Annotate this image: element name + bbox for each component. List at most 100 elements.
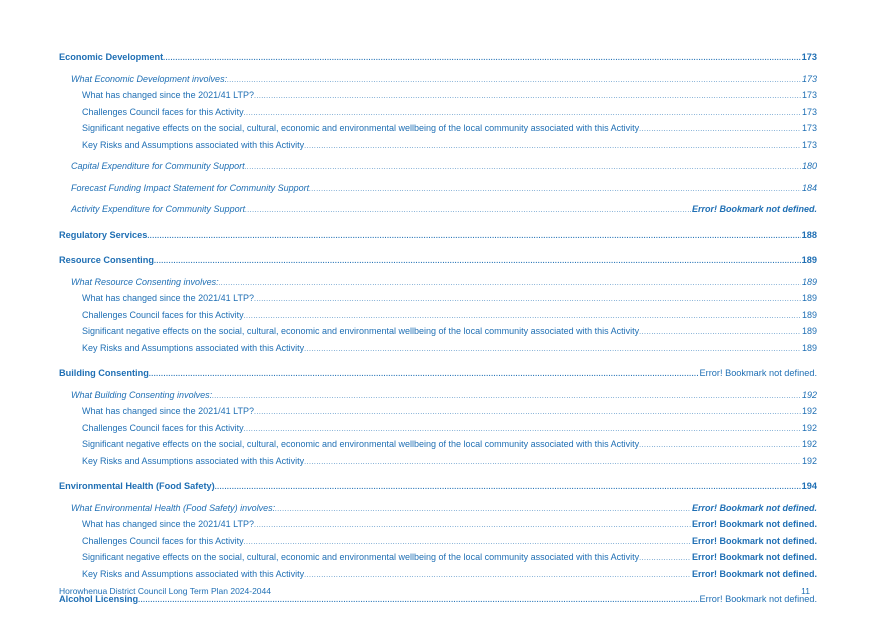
- toc-entry-title: Building Consenting: [59, 368, 149, 378]
- toc-dot-leader: [639, 552, 691, 567]
- toc-dot-leader: [254, 406, 801, 421]
- toc-entry-page-number: 192: [801, 455, 817, 466]
- toc-entry-title: Regulatory Services: [59, 229, 148, 240]
- toc-dot-leader: [244, 536, 691, 551]
- toc-entry-error-reference: Error! Bookmark not defined.: [691, 204, 817, 214]
- toc-entry-level-2[interactable]: What Environmental Health (Food Safety) …: [59, 501, 817, 518]
- toc-entry-page-number: 189: [801, 309, 817, 320]
- toc-entry-title: Economic Development: [59, 52, 164, 62]
- toc-dot-leader: [639, 439, 801, 454]
- toc-entry-page-number: 184: [801, 182, 817, 193]
- toc-dot-leader: [244, 310, 801, 325]
- toc-entry-page-number: 173: [801, 106, 817, 117]
- toc-entry-level-3[interactable]: Challenges Council faces for this Activi…: [59, 308, 817, 325]
- toc-dot-leader: [245, 204, 691, 219]
- toc-entry-level-3[interactable]: Challenges Council faces for this Activi…: [59, 421, 817, 438]
- toc-entry-title: What has changed since the 2021/41 LTP?: [82, 406, 254, 416]
- toc-entry-level-1[interactable]: Regulatory Services 188: [59, 228, 817, 245]
- toc-entry-page-number: 173: [801, 123, 817, 133]
- toc-entry-level-3[interactable]: Significant negative effects on the soci…: [59, 550, 817, 567]
- toc-entry-page-number: 194: [801, 481, 817, 491]
- toc-entry-level-3[interactable]: Challenges Council faces for this Activi…: [59, 105, 817, 122]
- toc-entry-error-reference: Error! Bookmark not defined.: [691, 502, 817, 513]
- toc-dot-leader: [304, 343, 801, 358]
- toc-entry-level-3[interactable]: Significant negative effects on the soci…: [59, 121, 817, 138]
- toc-entry-level-1[interactable]: Resource Consenting189: [59, 253, 817, 270]
- toc-entry-level-3[interactable]: What has changed since the 2021/41 LTP? E…: [59, 517, 817, 534]
- toc-dot-leader: [275, 503, 691, 518]
- toc-entry-level-3[interactable]: Key Risks and Assumptions associated wit…: [59, 341, 817, 358]
- toc-entry-title: What has changed since the 2021/41 LTP?: [82, 293, 254, 303]
- toc-entry-page-number: 173: [801, 90, 817, 100]
- toc-dot-leader: [244, 107, 801, 122]
- toc-entry-level-2[interactable]: What Building Consenting involves:192: [59, 388, 817, 405]
- toc-entry-title: What Economic Development involves:: [71, 73, 228, 84]
- toc-dot-leader: [639, 123, 801, 138]
- toc-entry-title: Challenges Council faces for this Activi…: [82, 106, 244, 117]
- toc-entry-page-number: 188: [801, 229, 817, 240]
- toc-entry-title: Key Risks and Assumptions associated wit…: [82, 568, 305, 579]
- toc-entry-level-1[interactable]: Building Consenting Error! Bookmark not d…: [59, 366, 817, 383]
- toc-entry-title: What Resource Consenting involves:: [71, 276, 219, 287]
- toc-entry-title: What Environmental Health (Food Safety) …: [71, 502, 276, 513]
- toc-entry-page-number: 189: [801, 276, 817, 287]
- toc-entry-level-2[interactable]: What Economic Development involves: 173: [59, 72, 817, 89]
- toc-entry-level-2[interactable]: Forecast Funding Impact Statement for Co…: [59, 181, 817, 198]
- toc-entry-page-number: 192: [801, 389, 817, 400]
- toc-entry-error-reference: Error! Bookmark not defined.: [691, 552, 817, 562]
- toc-dot-leader: [244, 423, 801, 438]
- table-of-contents: Economic Development173What Economic Dev…: [59, 50, 817, 609]
- toc-dot-leader: [163, 52, 801, 67]
- toc-entry-level-3[interactable]: Significant negative effects on the soci…: [59, 437, 817, 454]
- toc-entry-page-number: 189: [801, 293, 817, 303]
- toc-entry-title: Challenges Council faces for this Activi…: [82, 422, 244, 433]
- toc-entry-level-3[interactable]: Key Risks and Assumptions associated wit…: [59, 454, 817, 471]
- toc-entry-page-number: 189: [801, 342, 817, 353]
- toc-dot-leader: [219, 277, 801, 292]
- toc-dot-leader: [215, 481, 801, 496]
- toc-entry-level-3[interactable]: Key Risks and Assumptions associated wit…: [59, 138, 817, 155]
- toc-entry-title: What has changed since the 2021/41 LTP?: [82, 519, 254, 529]
- toc-entry-title: Key Risks and Assumptions associated wit…: [82, 139, 305, 150]
- toc-entry-level-1[interactable]: Economic Development173: [59, 50, 817, 67]
- toc-dot-leader: [138, 594, 698, 609]
- toc-entry-page-number: 189: [801, 326, 817, 336]
- toc-entry-title: Challenges Council faces for this Activi…: [82, 535, 244, 546]
- toc-entry-title: Capital Expenditure for Community Suppor…: [71, 161, 245, 171]
- toc-entry-title: Significant negative effects on the soci…: [82, 326, 640, 336]
- toc-dot-leader: [304, 140, 801, 155]
- toc-dot-leader: [254, 293, 801, 308]
- toc-dot-leader: [304, 569, 691, 584]
- toc-entry-page-number: 173: [801, 139, 817, 150]
- toc-dot-leader: [245, 161, 801, 176]
- toc-entry-page-number: 192: [801, 422, 817, 433]
- toc-entry-level-3[interactable]: What has changed since the 2021/41 LTP? 1…: [59, 88, 817, 105]
- toc-entry-title: What has changed since the 2021/41 LTP?: [82, 90, 254, 100]
- toc-entry-page-number: 192: [801, 439, 817, 449]
- toc-entry-title: Significant negative effects on the soci…: [82, 439, 640, 449]
- toc-entry-level-1[interactable]: Alcohol LicensingError! Bookmark not def…: [59, 592, 817, 609]
- toc-entry-level-3[interactable]: Significant negative effects on the soci…: [59, 324, 817, 341]
- toc-entry-title: Significant negative effects on the soci…: [82, 552, 640, 562]
- toc-entry-title: Forecast Funding Impact Statement for Co…: [71, 182, 310, 193]
- toc-entry-error-reference: Error! Bookmark not defined.: [699, 594, 817, 604]
- toc-dot-leader: [254, 519, 691, 534]
- toc-entry-level-3[interactable]: Challenges Council faces for this Activi…: [59, 534, 817, 551]
- toc-entry-title: Key Risks and Assumptions associated wit…: [82, 455, 305, 466]
- toc-entry-level-2[interactable]: Activity Expenditure for Community Suppo…: [59, 202, 817, 219]
- toc-entry-error-reference: Error! Bookmark not defined.: [691, 535, 817, 546]
- toc-entry-level-3[interactable]: What has changed since the 2021/41 LTP? 1…: [59, 404, 817, 421]
- toc-entry-level-2[interactable]: What Resource Consenting involves: 189: [59, 275, 817, 292]
- toc-entry-level-3[interactable]: What has changed since the 2021/41 LTP? 1…: [59, 291, 817, 308]
- toc-entry-level-1[interactable]: Environmental Health (Food Safety)194: [59, 479, 817, 496]
- toc-entry-error-reference: Error! Bookmark not defined.: [691, 568, 817, 579]
- toc-entry-page-number: 192: [801, 406, 817, 416]
- toc-entry-page-number: 173: [801, 73, 817, 84]
- toc-entry-error-reference: Error! Bookmark not defined.: [699, 368, 817, 378]
- toc-entry-level-3[interactable]: Key Risks and Assumptions associated wit…: [59, 567, 817, 584]
- toc-entry-error-reference: Error! Bookmark not defined.: [691, 519, 817, 529]
- toc-entry-level-2[interactable]: Capital Expenditure for Community Suppor…: [59, 159, 817, 176]
- toc-dot-leader: [212, 390, 801, 405]
- toc-dot-leader: [639, 326, 801, 341]
- toc-entry-page-number: 180: [801, 161, 817, 171]
